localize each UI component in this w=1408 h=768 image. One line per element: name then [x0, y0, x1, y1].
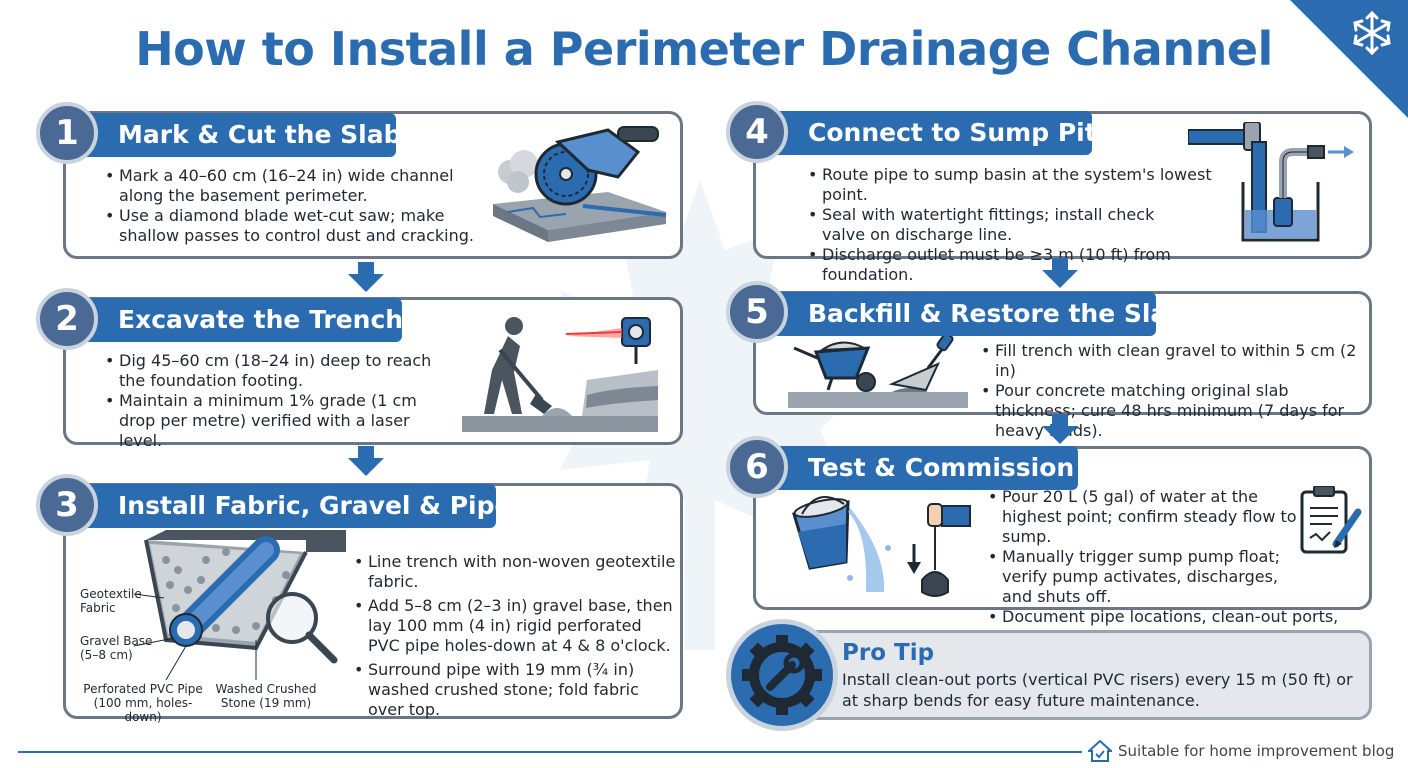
gravel-base-label: Gravel Base (5–8 cm)	[80, 634, 153, 662]
step-3-title: Install Fabric, Gravel & Pipe	[68, 484, 511, 528]
saw-cutting-illustration	[493, 126, 667, 242]
step-6-bullet: Pour 20 L (5 gal) of water at the highes…	[988, 487, 1298, 547]
footer-divider	[18, 751, 1082, 753]
step-5-badge: 5	[726, 281, 788, 343]
step-4-bullet: Seal with watertight fittings; install c…	[808, 205, 1178, 245]
stone-label: Washed Crushed Stone (19 mm)	[215, 682, 317, 710]
protip-text: Install clean-out ports (vertical PVC ri…	[842, 670, 1353, 710]
snowflake-icon	[1290, 0, 1408, 118]
step-5-title: Backfill & Restore the Slab	[758, 292, 1185, 336]
step-4-badge: 4	[726, 101, 788, 163]
step-4-bullet: Route pipe to sump basin at the system's…	[808, 165, 1248, 205]
house-check-icon	[1088, 740, 1112, 762]
maple-leaf-icon	[520, 180, 880, 650]
step-5-bullet: Fill trench with clean gravel to within …	[981, 341, 1361, 381]
step-5-bullets: Fill trench with clean gravel to within …	[981, 341, 1361, 441]
step-4-bullet: Discharge outlet must be ≥3 m (10 ft) fr…	[808, 245, 1248, 285]
step-2-bullet: Maintain a minimum 1% grade (1 cm drop p…	[105, 391, 455, 451]
wheelbarrow-trowel-illustration	[788, 334, 968, 408]
step-5-bullet: Pour concrete matching original slab thi…	[981, 381, 1361, 441]
step-1-bullet: Use a diamond blade wet-cut saw; make sh…	[105, 206, 475, 246]
step-3-bullets: Line trench with non-woven geotextile fa…	[354, 552, 676, 720]
float-switch-illustration	[907, 503, 971, 597]
arrow-down-icon	[348, 446, 384, 476]
sump-pit-illustration	[1188, 122, 1354, 242]
step-3-bullet: Add 5–8 cm (2–3 in) gravel base, then la…	[354, 596, 676, 656]
protip-badge	[726, 619, 838, 731]
arrow-down-icon	[348, 262, 384, 292]
clipboard-icon	[1300, 486, 1362, 554]
step-6-title: Test & Commission	[758, 446, 1078, 490]
step-4-bullets: Route pipe to sump basin at the system's…	[808, 165, 1248, 285]
step-1-badge: 1	[36, 102, 98, 164]
footer-text: Suitable for home improvement blog	[1118, 742, 1395, 760]
arrow-down-icon	[1042, 414, 1078, 444]
gear-wrench-icon	[742, 635, 822, 715]
trench-cross-section-illustration	[106, 530, 346, 681]
footer: Suitable for home improvement blog	[1088, 740, 1394, 762]
step-1-bullet: Mark a 40–60 cm (16–24 in) wide channel …	[105, 166, 475, 206]
geotextile-label: Geotextile Fabric	[80, 587, 142, 615]
step-1-bullets: Mark a 40–60 cm (16–24 in) wide channel …	[105, 166, 475, 246]
step-3-bullet: Surround pipe with 19 mm (¾ in) washed c…	[354, 660, 676, 720]
step-2-bullet: Dig 45–60 cm (18–24 in) deep to reach th…	[105, 351, 455, 391]
step-6-badge: 6	[726, 436, 788, 498]
pipe-label: Perforated PVC Pipe (100 mm, holes-down)	[83, 682, 203, 724]
step-6-bullet: Manually trigger sump pump float; verify…	[988, 547, 1306, 607]
protip-title: Pro Tip	[842, 640, 935, 666]
arrow-down-icon	[1042, 258, 1078, 288]
step-2-badge: 2	[36, 288, 98, 350]
protip-card	[753, 630, 1372, 720]
worker-digging-illustration	[462, 317, 658, 432]
page-title: How to Install a Perimeter Drainage Chan…	[135, 22, 1273, 76]
step-2-bullets: Dig 45–60 cm (18–24 in) deep to reach th…	[105, 351, 455, 451]
step-6-bullets: Pour 20 L (5 gal) of water at the highes…	[988, 487, 1366, 647]
step-3-badge: 3	[36, 474, 98, 536]
step-1-title: Mark & Cut the Slab	[68, 113, 401, 157]
bucket-pouring-illustration	[792, 495, 891, 592]
step-2-title: Excavate the Trench	[68, 298, 403, 342]
step-3-bullet: Line trench with non-woven geotextile fa…	[354, 552, 676, 592]
step-4-title: Connect to Sump Pit	[758, 111, 1097, 155]
